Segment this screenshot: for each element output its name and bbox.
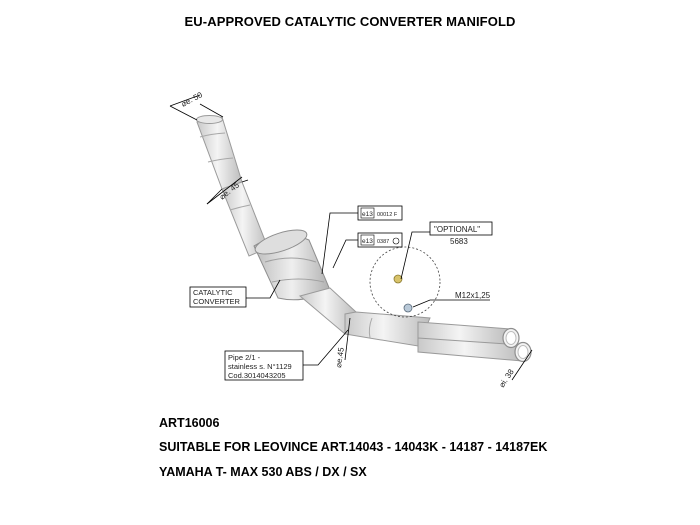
sensor-detail (369, 246, 441, 318)
outlet-pipes (417, 321, 532, 363)
catalytic-label-line2: CONVERTER (193, 297, 241, 306)
leader-lines (169, 94, 533, 381)
diameter-lower-label: ⌀e.45 (334, 346, 346, 368)
page-title: EU-APPROVED CATALYTIC CONVERTER MANIFOLD (184, 14, 516, 29)
approval-box-1: e13 00012 F (357, 205, 403, 221)
approval-box-2: e13 0387 (357, 232, 403, 248)
pipe-label-box: Pipe 2/1 - stainless s. N°1129 Cod.30140… (224, 350, 304, 381)
compatibility-text: SUITABLE FOR LEOVINCE ART.14043 - 14043K… (159, 440, 548, 454)
approval-mark-icon (392, 237, 400, 245)
optional-code: 5683 (450, 237, 468, 246)
pipe-label-line1: Pipe 2/1 - (228, 353, 261, 362)
optional-box: "OPTIONAL" 5683 (429, 221, 493, 246)
catalytic-converter (253, 229, 331, 301)
optional-label: "OPTIONAL" (434, 225, 480, 234)
pipe-label-line2: stainless s. N°1129 (228, 362, 292, 371)
approval-2-code: e13 (362, 238, 373, 245)
inlet-pipe (196, 115, 243, 190)
diameter-inlet-label: ⌀e. 50 (180, 90, 205, 109)
approval-1-number: 00012 F (377, 212, 398, 218)
lower-pipe (298, 287, 435, 347)
approval-1-code: e13 (362, 211, 373, 218)
catalytic-label-box: CATALYTIC CONVERTER (189, 286, 247, 308)
model-text: YAMAHA T- MAX 530 ABS / DX / SX (159, 465, 367, 479)
pipe-label-line3: Cod.3014043205 (228, 371, 286, 380)
thread-label: M12x1,25 (455, 291, 491, 300)
approval-2-number: 0387 (377, 239, 389, 245)
catalytic-label-line1: CATALYTIC (193, 288, 233, 297)
article-number: ART16006 (159, 416, 220, 430)
